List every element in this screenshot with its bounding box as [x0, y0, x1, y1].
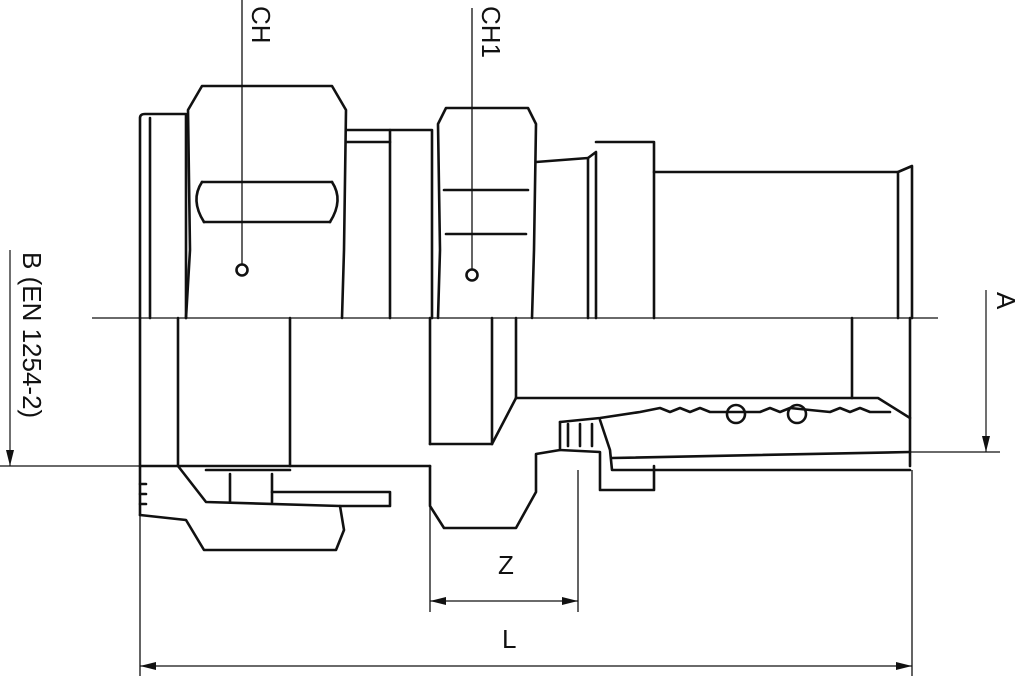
oring-2: [786, 403, 808, 425]
lower-section: [138, 316, 912, 552]
label-l: L: [502, 624, 516, 654]
label-b: B (EN 1254-2): [17, 252, 47, 418]
ch1-marker: [465, 268, 479, 282]
label-a: A: [991, 292, 1021, 310]
label-z: Z: [498, 550, 514, 580]
ch-marker: [235, 263, 249, 277]
upper-outline: [138, 84, 914, 320]
oring-1: [725, 403, 747, 425]
dimension-lines: [0, 0, 1000, 676]
label-ch: CH: [246, 6, 276, 44]
label-ch1: CH1: [476, 6, 506, 58]
